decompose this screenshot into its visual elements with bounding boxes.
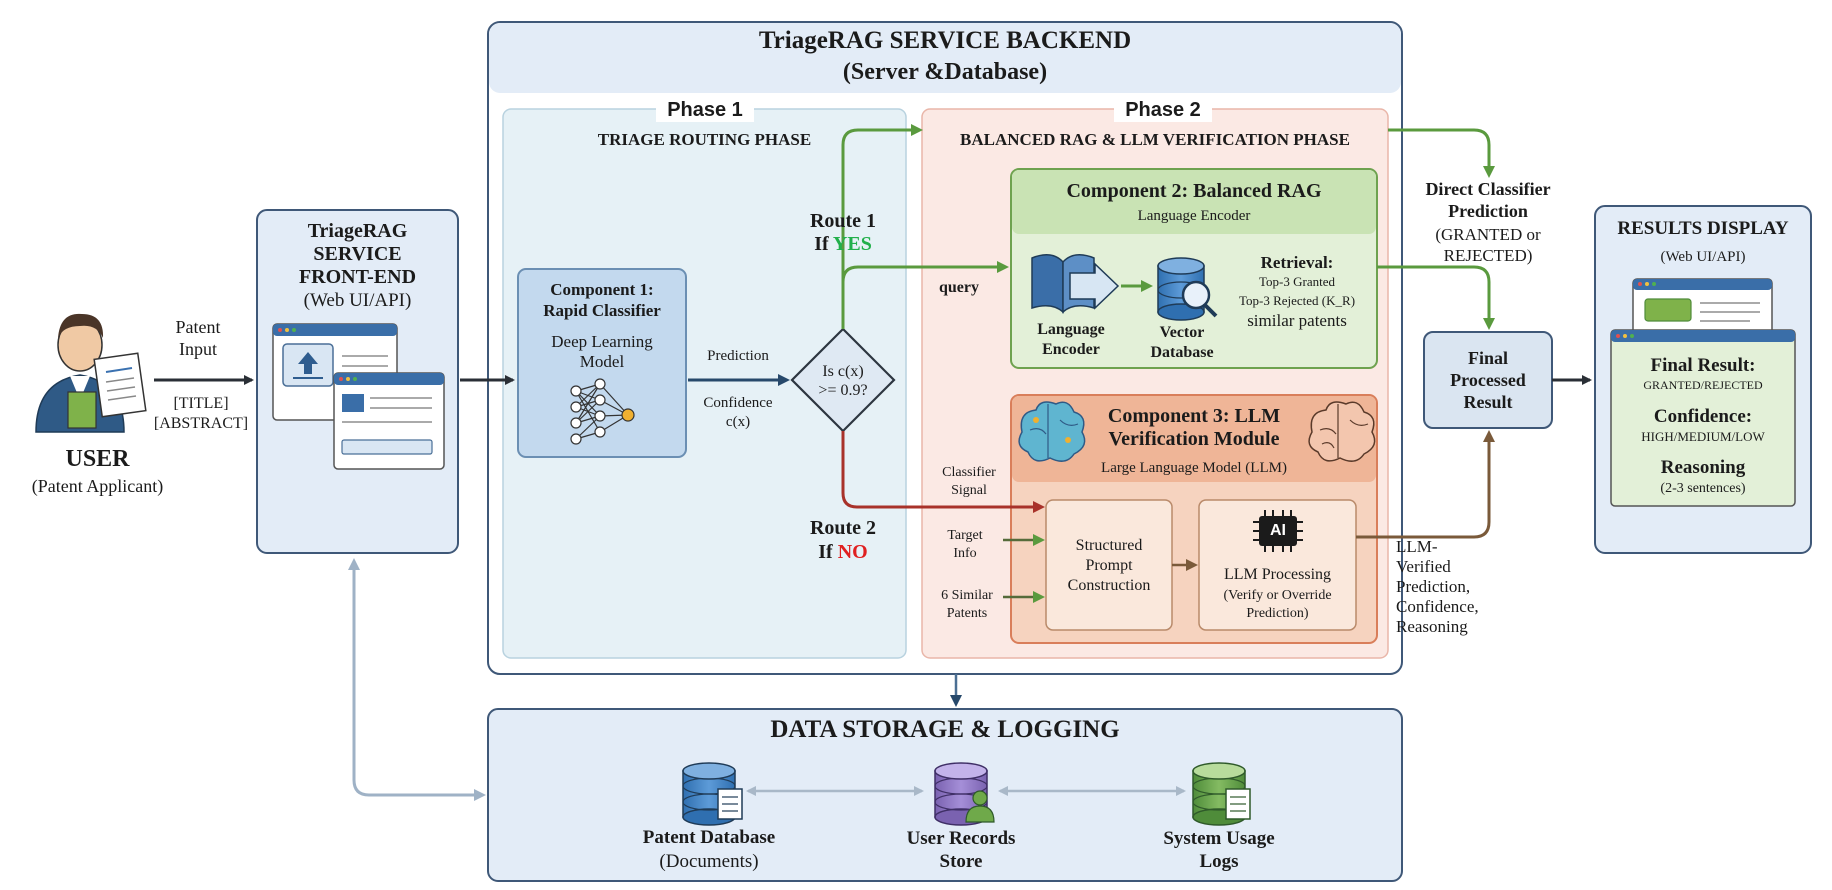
final-result-value: GRANTED/REJECTED (1643, 378, 1763, 392)
results-title: RESULTS DISPLAY (1617, 218, 1789, 239)
llm-processing-box (1198, 499, 1357, 631)
neural-network-icon (570, 378, 635, 445)
brain-icon-left (1018, 401, 1086, 462)
final-result-heading: Final Result: (1650, 355, 1756, 376)
component1-subtitle: Deep Learning Model (551, 332, 653, 371)
backend-header (489, 23, 1401, 93)
component3-subtitle: Large Language Model (LLM) (1101, 460, 1287, 476)
vector-db-label: Vector Database (1150, 324, 1214, 361)
user-icon (35, 313, 147, 433)
route1-yes: YES (832, 233, 872, 255)
route2-label: Route 2 (809, 517, 877, 539)
prediction-label: Prediction (707, 348, 769, 364)
component2-subtitle: Language Encoder (1137, 208, 1251, 224)
frontend-title: TriageRAG SERVICE FRONT-END (298, 220, 417, 288)
reasoning-heading: Reasoning (1660, 457, 1746, 478)
component3-header (1012, 396, 1376, 482)
confidence-heading: Confidence: (1653, 406, 1753, 427)
arrow-rag-final (1377, 265, 1495, 330)
component3-title: Component 3: LLM Verification Module (1107, 405, 1281, 450)
retrieval-title: Retrieval: (1260, 253, 1334, 272)
decision-text: Is c(x) >= 0.9? (818, 363, 868, 399)
results-window-icon (1610, 278, 1796, 507)
confidence-value: HIGH/MEDIUM/LOW (1641, 429, 1765, 444)
browser-windows-icon (272, 323, 445, 470)
arrow-route2 (841, 431, 1045, 513)
confidence-label: Confidence c(x) (703, 395, 773, 430)
component2-header (1012, 170, 1376, 234)
user-title: USER (65, 446, 130, 472)
llm-verified-label: LLM- Verified Prediction, Confidence, Re… (1396, 537, 1479, 636)
reasoning-value: (2-3 sentences) (1660, 481, 1746, 496)
classifier-signal-label: Classifier Signal (942, 465, 996, 498)
phase2-label: Phase 2 (1114, 99, 1212, 122)
patent-db-label: Patent Database (642, 827, 776, 848)
results-subtitle: (Web UI/API) (1660, 249, 1746, 265)
arrow-query (841, 261, 1009, 329)
storage-title: DATA STORAGE & LOGGING (770, 716, 1120, 743)
route1-condition: If YES (796, 233, 890, 256)
patent-input-label: Patent Input (175, 317, 221, 359)
vector-database-icon (1157, 257, 1218, 321)
backend-subtitle: (Server &Database) (842, 59, 1048, 85)
system-logs-icon (1192, 762, 1251, 826)
encoder-label: Language Encoder (1037, 321, 1105, 358)
arrow-direct-classifier (1388, 128, 1495, 178)
llm-processing-label: LLM Processing (1223, 566, 1332, 583)
route2-condition: If NO (796, 541, 890, 564)
user-subtitle: (Patent Applicant) (31, 476, 164, 496)
arrow-frontend-storage (348, 558, 486, 801)
phase2-title: BALANCED RAG & LLM VERIFICATION PHASE (960, 130, 1350, 149)
ai-chip-icon (1253, 510, 1303, 552)
similar-patents-label: 6 Similar Patents (941, 588, 993, 621)
route2-if: If (818, 541, 833, 563)
route2-no: NO (837, 541, 868, 563)
target-info-label: Target Info (947, 528, 983, 561)
retrieval-rejected: Top-3 Rejected (K_R) (1238, 293, 1356, 308)
component1-box (517, 268, 687, 458)
backend-title: TriageRAG SERVICE BACKEND (758, 27, 1132, 54)
structured-prompt-text: Structured Prompt Construction (1067, 537, 1151, 594)
component1-title: Component 1: Rapid Classifier (543, 280, 661, 320)
retrieval-granted: Top-3 Granted (1259, 274, 1335, 289)
arrow-route1 (841, 124, 923, 329)
retrieval-similar: similar patents (1247, 311, 1347, 330)
brain-icon-right (1308, 401, 1376, 462)
final-result-label: Final Processed Result (1450, 348, 1526, 412)
phase1-title: TRIAGE ROUTING PHASE (597, 130, 812, 149)
patent-db-sub: (Documents) (659, 851, 759, 872)
book-icon (1031, 254, 1120, 314)
direct-classifier-title: Direct Classifier Prediction (1425, 179, 1551, 221)
phase1-label: Phase 1 (656, 99, 754, 122)
ai-chip-label: AI (1270, 522, 1286, 539)
query-label: query (939, 279, 979, 296)
frontend-subtitle: (Web UI/API) (303, 290, 412, 311)
llm-processing-sub: (Verify or Override Prediction) (1223, 588, 1332, 621)
patent-input-fields: [TITLE] [ABSTRACT] (153, 395, 249, 432)
route1-if: If (814, 233, 829, 255)
user-records-label: User Records Store (906, 828, 1016, 872)
route1-label: Route 1 (809, 210, 877, 232)
component2-title: Component 2: Balanced RAG (1066, 180, 1322, 202)
system-logs-label: System Usage Logs (1163, 828, 1275, 872)
direct-classifier-sub: (GRANTED or REJECTED) (1435, 225, 1541, 265)
patent-database-icon (682, 762, 743, 826)
user-records-icon (934, 762, 995, 826)
arrow-llm-final (1356, 430, 1495, 539)
